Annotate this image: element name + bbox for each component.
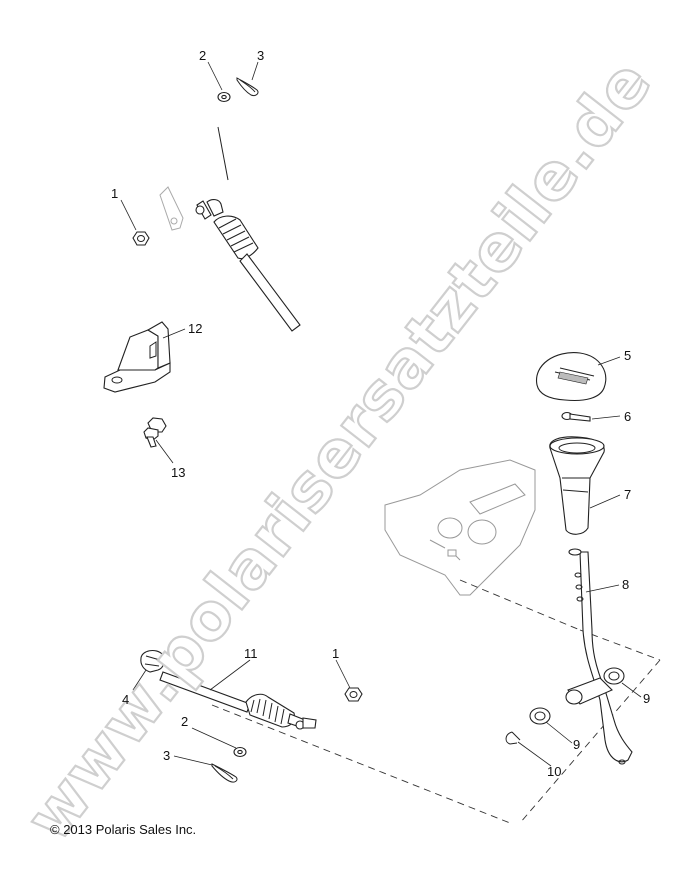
callout-9-right: 9 [643,691,650,706]
bushing-icon [529,707,551,725]
callout-3-top: 3 [257,48,264,63]
cotter-pin-icon [211,763,238,783]
shift-boot-icon [549,436,605,535]
callout-2-top: 2 [199,48,206,63]
bolt-icon [143,417,167,448]
callout-13: 13 [171,465,185,480]
callout-11: 11 [244,646,258,661]
callout-12: 12 [188,321,202,336]
shift-knob-icon [536,352,607,402]
copyright-notice: © 2013 Polaris Sales Inc. [50,822,197,837]
callout-8: 8 [622,577,629,592]
nut-icon [344,687,363,702]
shift-lever-icon [565,548,633,765]
cotter-pin-icon [236,77,259,96]
screw-icon [561,411,591,422]
clevis-pin-line [217,126,229,181]
callout-4: 4 [122,692,129,707]
callout-6: 6 [624,409,631,424]
shift-cable-upper-icon [195,199,301,332]
bushing-icon [603,667,625,685]
callout-9-low: 9 [573,737,580,752]
lever-plate [159,186,184,231]
nut-icon [132,231,150,246]
callout-10: 10 [547,764,561,779]
e-clip-icon [505,731,521,745]
callout-2-bottom: 2 [181,714,188,729]
washer-icon [233,746,247,758]
callout-1-mid: 1 [332,646,339,661]
assembly-boundary [211,579,661,824]
washer-icon [217,91,231,103]
callout-5: 5 [624,348,631,363]
callout-7: 7 [624,487,631,502]
leader-lines [120,61,642,767]
callout-1-top: 1 [111,186,118,201]
cable-clamp-icon [140,649,165,673]
callout-3-bottom: 3 [163,748,170,763]
shift-cable-icon [159,671,317,730]
cable-bracket-icon [103,321,171,393]
mount-bracket [384,459,536,596]
callout-numbers: 2 3 1 12 13 5 6 7 8 11 4 1 9 9 2 3 10 [111,48,650,779]
